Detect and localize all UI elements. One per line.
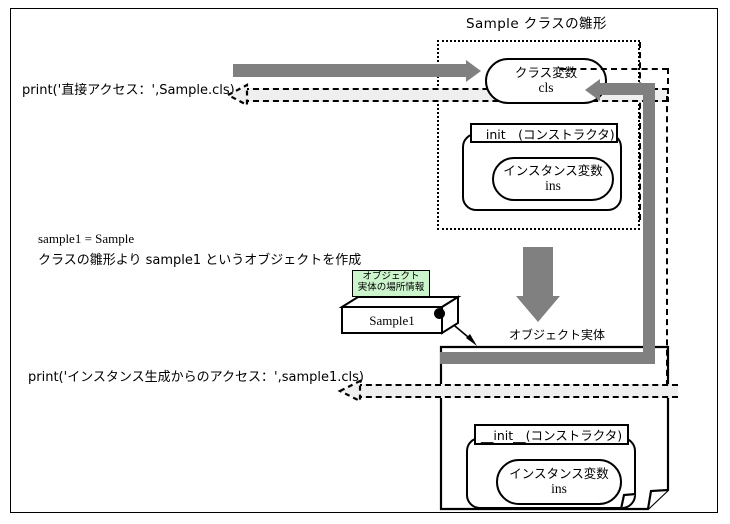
callout-line-1: オブジェクト [362, 271, 420, 282]
class-boundary-dotted-right [639, 42, 641, 220]
init-label-top: __init__(コンストラクタ) [470, 123, 618, 143]
print-direct-access-code: print('直接アクセス：',Sample.cls) [22, 83, 235, 98]
instance-variable-name-bottom: インスタンス変数 [509, 466, 609, 482]
instance-access-arrow-vertical [643, 95, 655, 357]
sample1-reference-box: Sample1 [338, 295, 462, 340]
instantiate-arrow-head [516, 296, 560, 322]
instantiation-code: sample1 = Sample [38, 231, 135, 246]
print-instance-access-code: print('インスタンス生成からのアクセス：',sample1.cls) [28, 370, 364, 385]
instance-variable-value-top: ins [545, 178, 561, 194]
instance-return-shaft [356, 384, 678, 398]
direct-access-return-cap [667, 88, 669, 102]
init-label-bottom: __init__(コンストラクタ) [474, 424, 629, 445]
instance-access-arrow-top [600, 83, 655, 95]
sample1-label: Sample1 [369, 313, 415, 328]
direct-access-arrow-shaft [233, 64, 466, 77]
instance-variable-value-bottom: ins [551, 481, 567, 497]
instance-variable-capsule-bottom: インスタンス変数 ins [496, 459, 622, 505]
reference-pointer-dot [434, 308, 445, 319]
instance-access-arrow-head [585, 78, 600, 101]
return-route-vertical [666, 96, 668, 386]
object-location-callout: オブジェクト 実体の場所情報 [352, 270, 430, 297]
instance-access-arrow-bottom [440, 352, 655, 364]
object-entity-label: オブジェクト実体 [509, 328, 606, 342]
instance-variable-capsule-top: インスタンス変数 ins [492, 157, 614, 201]
return-route-top [560, 68, 668, 70]
callout-line-2: 実体の場所情報 [357, 281, 425, 293]
class-variable-value: cls [538, 80, 554, 96]
return-route-corner [667, 68, 669, 94]
instantiate-arrow-shaft [523, 247, 553, 297]
instantiation-note: クラスの雛形より sample1 というオブジェクトを作成 [38, 253, 362, 268]
instance-variable-name-top: インスタンス変数 [503, 163, 603, 179]
diagram-title: Sample クラスの雛形 [466, 16, 607, 32]
direct-access-arrow-head [466, 59, 481, 82]
